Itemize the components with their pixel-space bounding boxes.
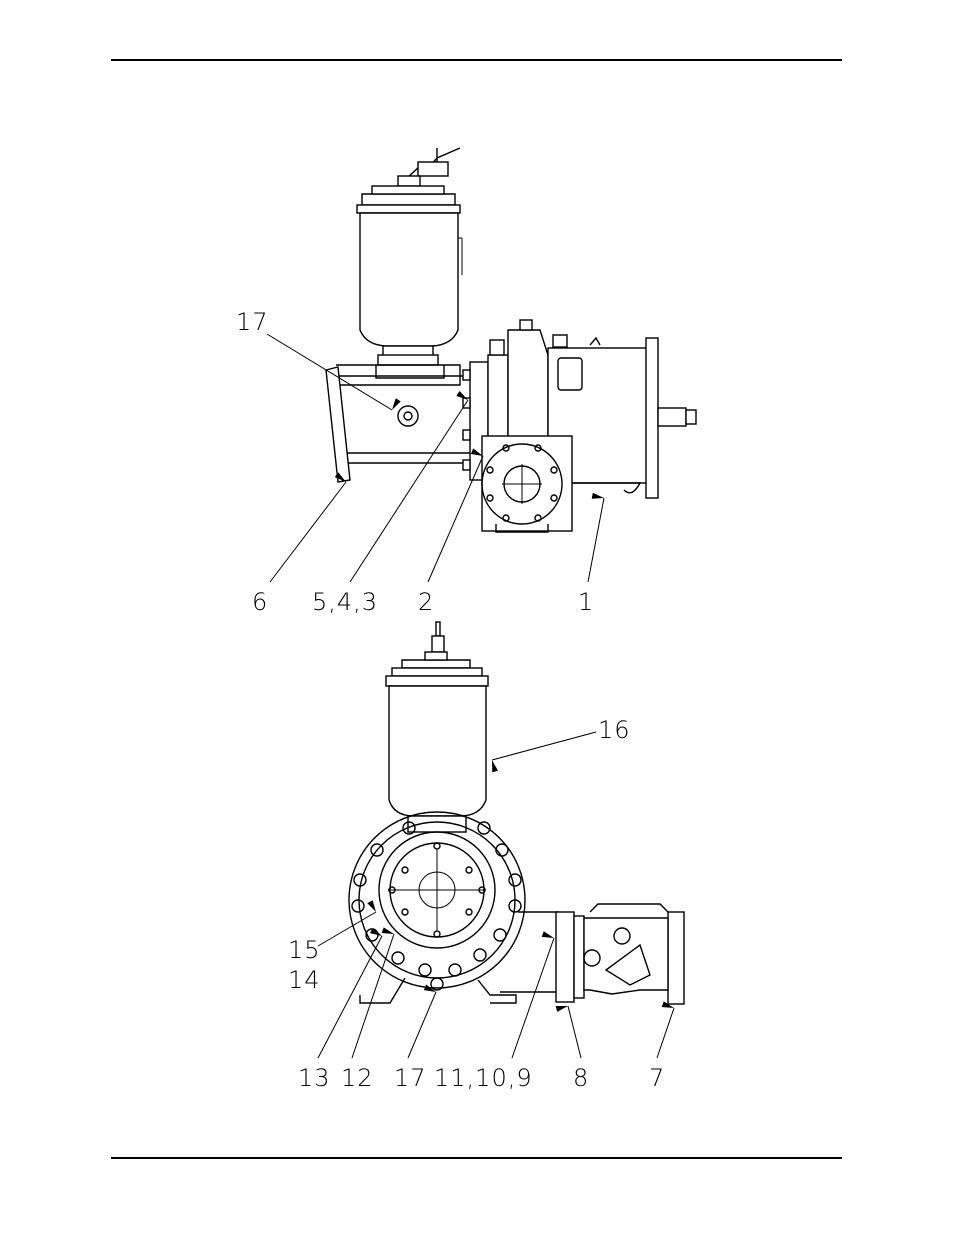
callout-8: 8 <box>573 1064 589 1092</box>
callout-5-4-3: 5,4,3 <box>312 588 378 616</box>
callout-14: 14 <box>288 966 321 994</box>
callout-15: 15 <box>288 936 321 964</box>
callout-12: 12 <box>341 1064 374 1092</box>
side-view <box>267 148 696 582</box>
front-view <box>318 622 684 1058</box>
callout-17-side: 17 <box>236 308 269 336</box>
callout-16: 16 <box>598 716 631 744</box>
callout-6: 6 <box>252 588 268 616</box>
callout-17-front: 17 <box>394 1064 427 1092</box>
callout-7: 7 <box>649 1064 665 1092</box>
callout-13: 13 <box>298 1064 331 1092</box>
callout-2: 2 <box>418 588 434 616</box>
callout-1: 1 <box>578 588 594 616</box>
callout-11-10-9: 11,10,9 <box>434 1064 533 1092</box>
